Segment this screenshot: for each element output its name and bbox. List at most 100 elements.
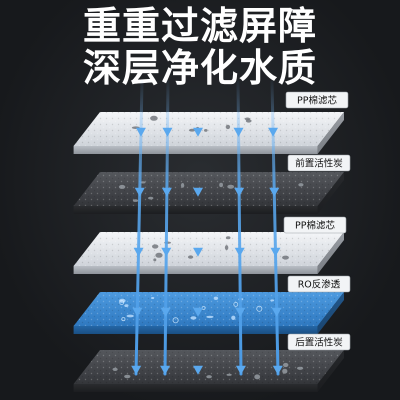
water-bubble	[256, 305, 263, 312]
filter-layer-4	[73, 292, 344, 334]
arrow-head	[235, 307, 246, 317]
impurity-particle	[219, 182, 224, 188]
arrow-head	[234, 247, 245, 257]
impurity-particle	[225, 124, 231, 130]
layer-texture	[73, 112, 344, 146]
impurity-particle	[204, 129, 208, 132]
water-bubble	[172, 317, 179, 324]
tag-background	[283, 216, 347, 234]
arrow-head	[272, 365, 283, 375]
layer-side	[317, 292, 344, 334]
layer-tag-3: PP棉滤芯	[283, 216, 347, 234]
layer-texture	[73, 292, 344, 326]
arrow-head	[193, 187, 203, 197]
impurity-particle	[213, 296, 219, 300]
arrow-head	[132, 307, 143, 317]
impurity-particle	[132, 199, 139, 202]
impurity-particle	[224, 245, 229, 251]
tag-label: PP棉滤芯	[297, 95, 337, 107]
impurity-particle	[152, 244, 159, 249]
layer-texture	[73, 172, 344, 206]
impurity-particle	[180, 183, 185, 188]
layer-tag-4: RO反渗透	[287, 275, 351, 293]
layer-edge	[73, 206, 318, 214]
impurity-particle	[188, 255, 194, 259]
layer-side	[317, 172, 344, 214]
flow-arrow-3	[193, 80, 203, 376]
headline-line-2: 深层净化水质	[82, 46, 317, 90]
arrow-head	[160, 307, 171, 317]
filter-layer-3	[73, 232, 344, 274]
arrow-head	[133, 247, 144, 257]
impurity-particle	[124, 374, 131, 379]
layer-side	[317, 232, 344, 274]
impurity-particle	[153, 258, 157, 262]
arrow-head	[160, 365, 171, 375]
impurity-particle	[112, 367, 118, 371]
impurity-particle	[190, 316, 197, 320]
layer-edge	[73, 146, 318, 154]
layer-tag-1: PP棉滤芯	[285, 91, 349, 109]
impurity-particle	[206, 315, 214, 319]
tag-background	[285, 91, 349, 109]
impurity-particle	[231, 315, 236, 320]
layer-tag-2: 前置活性炭	[287, 154, 351, 172]
impurity-particle	[283, 362, 289, 368]
impurity-particle	[225, 236, 231, 240]
layer-edge	[73, 266, 318, 274]
layer-edge	[73, 326, 318, 334]
water-bubble	[121, 317, 126, 322]
impurity-particle	[124, 304, 129, 307]
arrow-head	[193, 247, 203, 257]
arrow-head	[268, 127, 279, 137]
layer-texture	[73, 232, 344, 266]
tag-background	[287, 154, 351, 172]
arrow-head	[193, 307, 203, 317]
layer-side	[317, 350, 344, 392]
impurity-particle	[227, 184, 235, 189]
layer-side	[317, 112, 344, 154]
layer-edge	[73, 384, 318, 392]
arrow-head	[193, 365, 203, 375]
layer-texture	[73, 350, 344, 384]
impurity-particle	[226, 373, 232, 376]
water-bubble	[233, 301, 239, 307]
arrow-head	[161, 247, 172, 257]
impurity-particle	[188, 128, 196, 132]
flow-arrows	[131, 80, 283, 376]
impurity-particle	[245, 119, 252, 123]
impurity-particle	[206, 375, 212, 379]
impurity-particle	[140, 181, 146, 184]
impurity-particle	[297, 366, 304, 370]
water-bubble	[119, 300, 125, 305]
impurity-particle	[126, 314, 134, 318]
tag-background	[287, 275, 351, 293]
arrow-head	[270, 247, 281, 257]
impurity-particle	[282, 368, 288, 374]
tag-label: RO反渗透	[298, 279, 341, 291]
tag-label: 后置活性炭	[295, 337, 343, 349]
arrow-head	[235, 365, 246, 375]
impurity-particle	[148, 196, 154, 200]
arrow-head	[193, 127, 203, 137]
arrow-head	[271, 307, 282, 317]
impurity-particle	[151, 297, 155, 299]
impurity-particle	[282, 255, 289, 260]
arrow-head	[234, 187, 245, 197]
filter-layer-1	[73, 112, 344, 154]
impurity-particle	[298, 183, 304, 187]
arrow-head	[131, 365, 142, 375]
impurity-particle	[155, 252, 163, 258]
filter-layer-2	[73, 172, 344, 214]
arrow-head	[269, 187, 280, 197]
flow-arrow-2	[160, 80, 173, 376]
headline-line-1: 重重过滤屏障	[82, 4, 317, 48]
impurity-particle	[118, 184, 126, 189]
arrow-head	[161, 187, 172, 197]
impurity-particle	[150, 115, 158, 121]
arrow-head	[134, 187, 145, 197]
filter-layer-5	[73, 350, 344, 392]
